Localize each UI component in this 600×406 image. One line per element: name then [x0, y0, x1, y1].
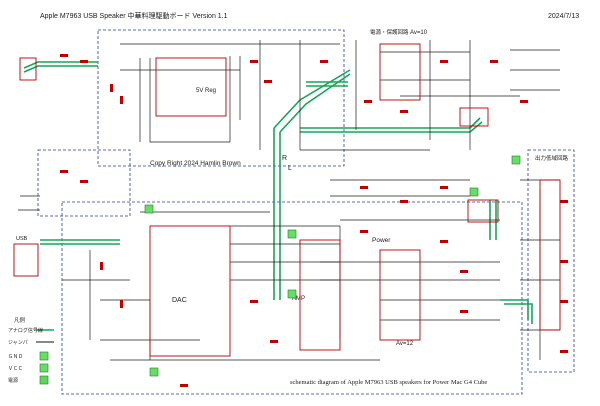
legend-title: 凡例 [14, 316, 26, 324]
signal-wires [23, 61, 533, 324]
passives [60, 54, 568, 387]
usb-connector [13, 243, 39, 277]
legend-item-power: 電源 [8, 377, 18, 384]
dc-jack [19, 57, 37, 81]
dac-label: DAC [172, 297, 187, 304]
usb-label: USB [16, 236, 28, 242]
dac-ic [149, 225, 231, 357]
caption-label: schematic diagram of Apple M7963 USB spe… [290, 379, 487, 386]
main-module-border [61, 201, 523, 395]
module-borders [37, 29, 575, 395]
protection-block [459, 107, 489, 127]
black-wires [18, 40, 560, 361]
components [13, 43, 561, 357]
output-filter-block [467, 199, 499, 223]
schematic-title: Apple M7963 USB Speaker 中華料理駆動ボード Versio… [40, 11, 228, 20]
legend: 凡例 アナログ信号線 ジャンパ ＧＮＤ ＶＣＣ 電源 [8, 316, 54, 385]
legend-item-vcc: ＶＣＣ [8, 366, 23, 372]
power-label: Power [372, 237, 391, 244]
power-amp-ic [379, 249, 421, 341]
schematic-date: 2024/7/13 [548, 13, 579, 20]
power-section-label: 電源・保護回路 [370, 28, 409, 36]
lowpass-module-border [527, 149, 575, 373]
lowpass-section-label: 出力低域回路 [535, 154, 569, 162]
l-channel-label: L [288, 165, 292, 172]
av10-label: Av=10 [410, 30, 428, 36]
av12-label: Av=12 [396, 341, 414, 347]
legend-item-signal: アナログ信号線 [8, 327, 43, 334]
amp-label: AMP [292, 296, 305, 302]
regulator-module-border [97, 29, 345, 167]
regulator-ic [155, 57, 227, 117]
protection-module-border [37, 149, 131, 217]
legend-item-gnd: ＧＮＤ [8, 354, 23, 360]
ground-symbols [144, 155, 521, 377]
amp-ic [299, 239, 341, 351]
legend-item-jumper: ジャンパ [8, 340, 28, 346]
reg-label: 5V Reg [196, 88, 216, 94]
relay-block [539, 179, 561, 331]
opamp-block [379, 43, 421, 101]
copyright-label: Copy Right 2024 Hamlin Brown [150, 160, 241, 167]
r-channel-label: R [282, 155, 287, 162]
